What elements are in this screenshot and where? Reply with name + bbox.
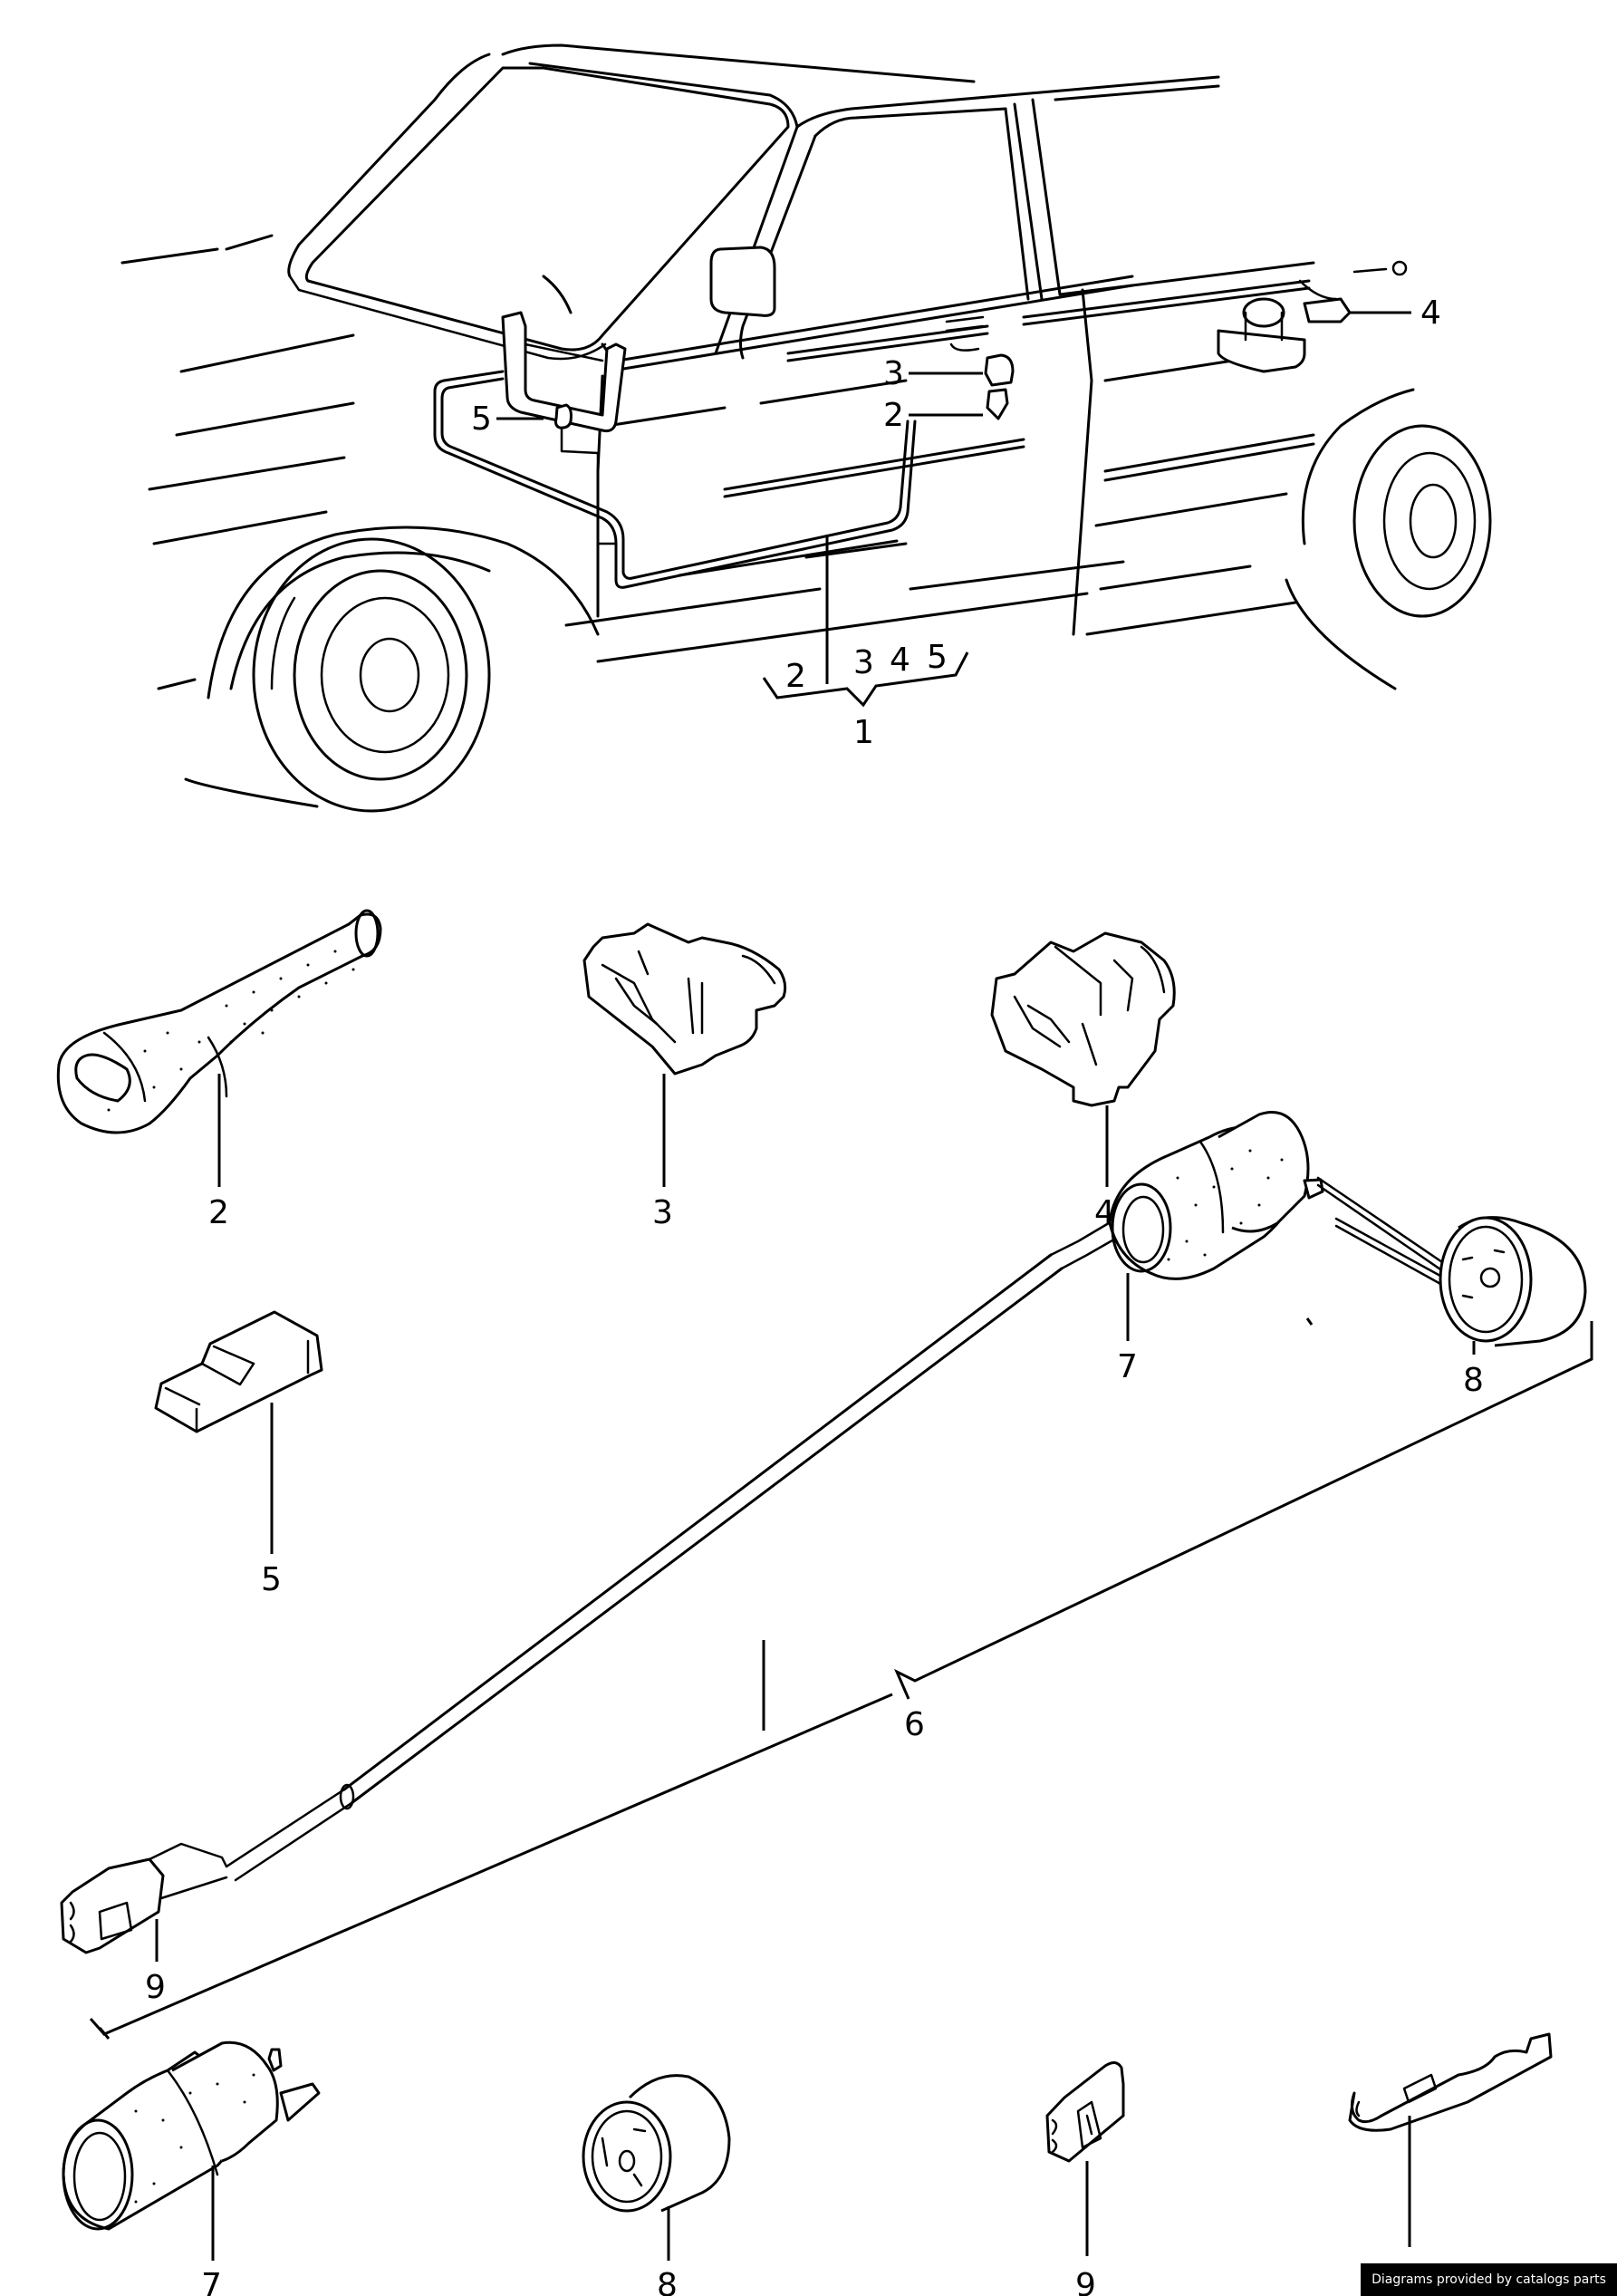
bottom-label-9[interactable]: 9 bbox=[1075, 2267, 1096, 2296]
car-illustration bbox=[120, 43, 1492, 813]
stipple bbox=[107, 950, 355, 1112]
car-callouts: 5 3 2 4 2 3 4 5 1 bbox=[471, 294, 1441, 751]
bottom-part-7-grommet[interactable]: 7 bbox=[62, 2040, 321, 2296]
group-child-5[interactable]: 5 bbox=[927, 639, 948, 676]
part-5-flat-connector[interactable]: 5 bbox=[154, 1310, 323, 1598]
part-label-5[interactable]: 5 bbox=[261, 1561, 282, 1598]
harness-label-8[interactable]: 8 bbox=[1463, 1362, 1484, 1399]
harness-label-7[interactable]: 7 bbox=[1117, 1348, 1138, 1385]
stipple bbox=[134, 2073, 255, 2204]
callout-label-4[interactable]: 4 bbox=[1420, 294, 1441, 332]
mini-part-5 bbox=[554, 403, 573, 429]
part-3-connector[interactable]: 3 bbox=[582, 922, 787, 1231]
callout-label-2[interactable]: 2 bbox=[883, 397, 904, 434]
credit-banner: Diagrams provided by catalogs parts bbox=[1361, 2263, 1617, 2296]
bottom-label-8[interactable]: 8 bbox=[657, 2267, 678, 2296]
group-child-2[interactable]: 2 bbox=[785, 658, 806, 695]
part-label-2[interactable]: 2 bbox=[208, 1194, 229, 1231]
group-parent-1[interactable]: 1 bbox=[853, 714, 874, 751]
car-harness-wire bbox=[433, 311, 917, 589]
bottom-label-7[interactable]: 7 bbox=[201, 2267, 222, 2296]
harness-label-9[interactable]: 9 bbox=[145, 1969, 166, 2006]
bottom-part-8-round-connector[interactable]: 8 bbox=[582, 2074, 731, 2296]
callout-label-3[interactable]: 3 bbox=[883, 355, 904, 392]
bottom-part-9-connector[interactable]: 9 bbox=[1045, 2061, 1125, 2296]
mini-part-3[interactable] bbox=[984, 353, 1015, 387]
part-2-boot[interactable]: 2 bbox=[56, 909, 382, 1231]
harness-6[interactable]: 7 8 9 6 bbox=[60, 1111, 1593, 2040]
bottom-part-terminal[interactable] bbox=[1348, 2032, 1553, 2247]
callout-label-5[interactable]: 5 bbox=[471, 400, 492, 438]
harness-label-6[interactable]: 6 bbox=[904, 1706, 925, 1743]
group-child-3[interactable]: 3 bbox=[853, 644, 874, 681]
group-child-4[interactable]: 4 bbox=[890, 642, 910, 679]
stipple bbox=[1167, 1149, 1284, 1261]
part-label-3[interactable]: 3 bbox=[652, 1194, 673, 1231]
mini-part-2[interactable] bbox=[986, 388, 1009, 420]
